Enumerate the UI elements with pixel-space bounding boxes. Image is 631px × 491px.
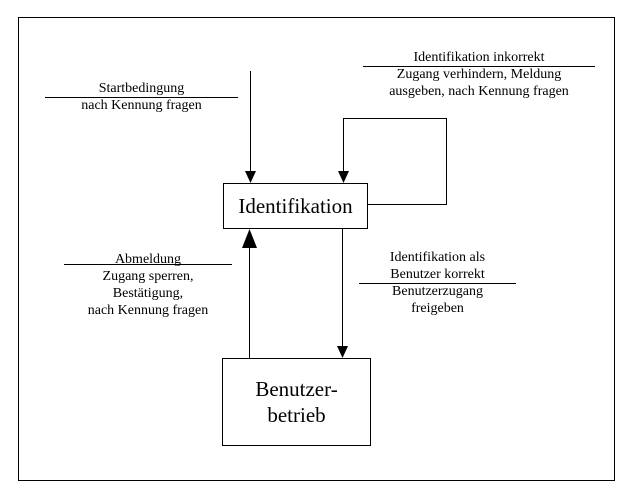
transition-start-label: Startbedingung nach Kennung fragen xyxy=(45,80,238,114)
transition-correct-action-line2: freigeben xyxy=(411,301,464,316)
state-benutzerbetrieb-label-line2: betrieb xyxy=(267,403,326,427)
transition-logout-action-line3: nach Kennung fragen xyxy=(87,303,209,318)
transition-correct-condition-line2: Benutzer korrekt xyxy=(390,267,485,282)
transition-incorrect-label: Identifikation inkorrekt Zugang verhinde… xyxy=(363,49,595,100)
diagram-frame xyxy=(18,17,615,481)
transition-logout-label: Abmeldung Zugang sperren, Bestätigung, n… xyxy=(64,251,232,319)
start-arrowhead xyxy=(245,171,256,183)
state-identifikation-label: Identifikation xyxy=(238,193,353,218)
incorrect-loop-arrowhead xyxy=(338,171,349,183)
transition-incorrect-action-line2: ausgeben, nach Kennung fragen xyxy=(389,84,569,99)
transition-logout-condition: Abmeldung xyxy=(114,252,182,267)
transition-incorrect-condition: Identifikation inkorrekt xyxy=(413,50,545,65)
transition-incorrect-action-line1: Zugang verhindern, Meldung xyxy=(396,67,562,82)
transition-correct-action-line1: Benutzerzugang xyxy=(392,284,483,299)
transition-start-condition: Startbedingung xyxy=(98,81,185,96)
state-identifikation: Identifikation xyxy=(223,183,368,229)
transition-correct-label: Identifikation als Benutzer korrekt Benu… xyxy=(359,249,516,317)
transition-correct-condition-line1: Identifikation als xyxy=(389,250,486,265)
transition-start-action: nach Kennung fragen xyxy=(81,98,202,113)
logout-arrowhead xyxy=(242,229,257,248)
state-benutzerbetrieb: Benutzer- betrieb xyxy=(222,358,371,446)
state-benutzerbetrieb-label-line1: Benutzer- xyxy=(255,376,338,401)
transition-logout-action-line2: Bestätigung, xyxy=(112,286,184,301)
incorrect-loop-line xyxy=(343,118,447,205)
transition-logout-action-line1: Zugang sperren, xyxy=(102,269,194,284)
correct-arrowhead xyxy=(337,346,348,358)
